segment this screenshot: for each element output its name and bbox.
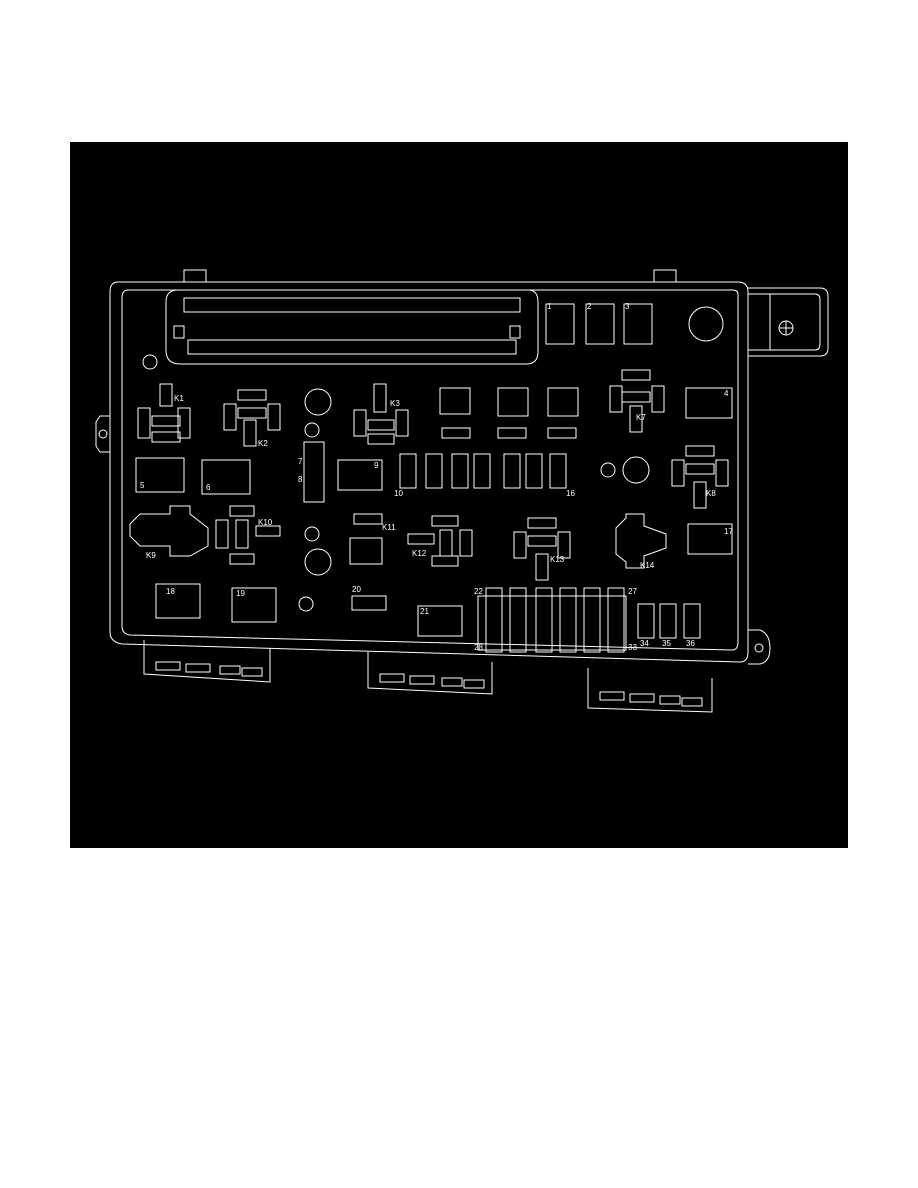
relay-k11 (349, 513, 383, 565)
relay-label: K2 (258, 439, 268, 448)
fuse-label: 34 (640, 639, 649, 648)
fuse-box-diagram-panel: 1 2 3 K1 K2 K3 K7 K8 K9 K10 K11 K12 K13 … (70, 142, 848, 848)
fuse-label: 21 (420, 607, 429, 616)
fuse-label: 10 (394, 489, 403, 498)
fuse-label: 16 (566, 489, 575, 498)
relay-k10 (215, 505, 281, 565)
relay-label: K8 (706, 489, 716, 498)
relay-label: K14 (640, 561, 655, 570)
fuse-label: 2 (587, 302, 592, 311)
relay-label: K9 (146, 551, 156, 560)
fuse-label: 9 (374, 461, 379, 470)
relay-k4 (439, 387, 471, 439)
fuse-label: 36 (686, 639, 695, 648)
fuse-label: 7 (298, 457, 303, 466)
relay-label: K3 (390, 399, 400, 408)
relay-k8 (671, 445, 729, 509)
fuse-label: 1 (547, 302, 552, 311)
relay-k12 (407, 515, 473, 567)
relay-k13 (513, 517, 571, 581)
fuse-label: 22 (474, 587, 483, 596)
fuse-label: 17 (724, 527, 733, 536)
relay-k9 (129, 505, 209, 557)
fuse-label: 19 (236, 589, 245, 598)
fuse-label: 8 (298, 475, 303, 484)
relay-k5 (497, 387, 529, 439)
relay-k14 (615, 513, 667, 569)
relay-k7 (609, 369, 665, 433)
relay-label: K1 (174, 394, 184, 403)
relay-label: K10 (258, 518, 273, 527)
relay-k3 (353, 383, 409, 445)
relay-label: K7 (636, 413, 646, 422)
fuse-label: 6 (206, 483, 211, 492)
fuse-label: 33 (628, 643, 637, 652)
fuse-label: 27 (628, 587, 637, 596)
fuse-box-outline (95, 269, 829, 713)
fuse-label: 35 (662, 639, 671, 648)
fuse-label: 4 (724, 389, 729, 398)
relay-label: K13 (550, 555, 565, 564)
relay-label: K11 (382, 523, 396, 532)
fuse-label: 5 (140, 481, 145, 490)
fuse-label: 18 (166, 587, 175, 596)
fuse-label: 28 (474, 643, 483, 652)
fuse-label: 3 (625, 302, 630, 311)
relay-label: K12 (412, 549, 427, 558)
fuse-label: 20 (352, 585, 361, 594)
relay-k2 (223, 389, 281, 447)
relay-k6 (547, 387, 579, 439)
relay-k1 (137, 383, 191, 443)
